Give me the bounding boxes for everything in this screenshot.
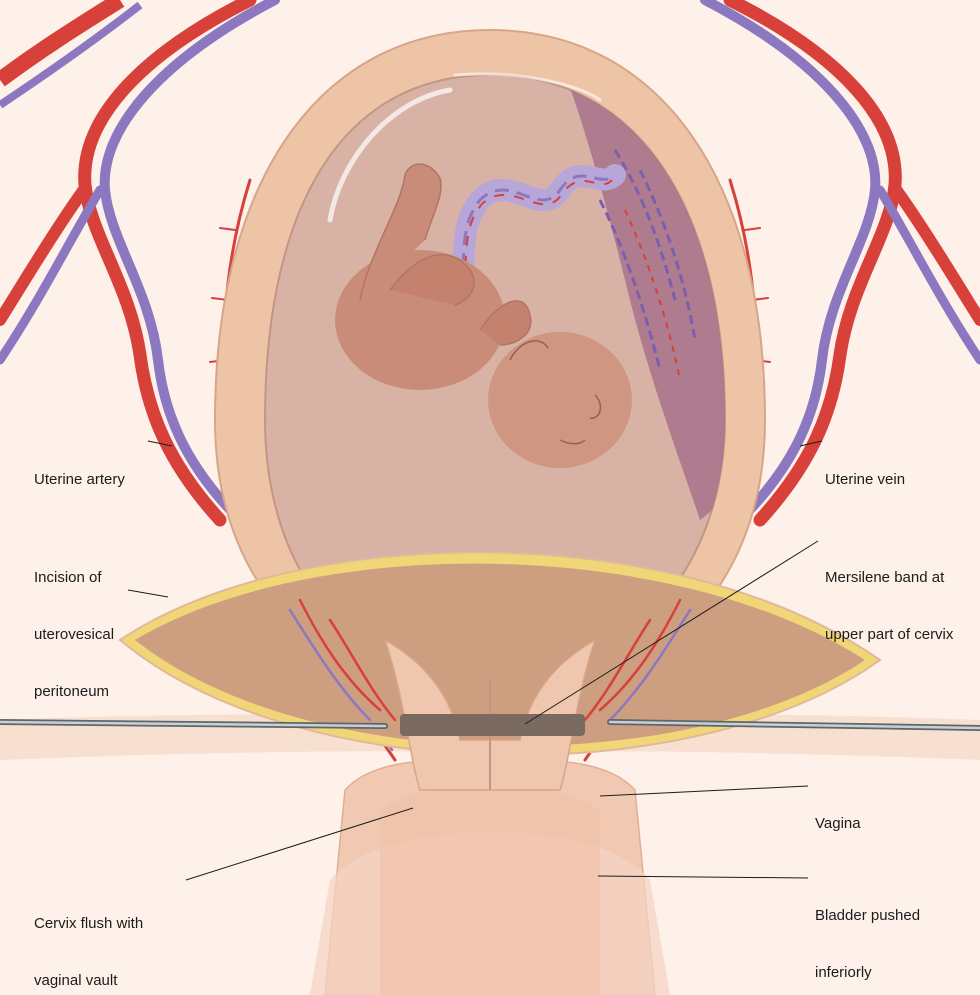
label-bladder: Bladder pushed inferiorly [815,868,920,995]
label-mersilene-line-2: upper part of cervix [825,625,953,644]
label-mersilene: Mersilene band at upper part of cervix [825,530,953,663]
label-cervix-line-1: Cervix flush with [34,914,143,933]
mersilene-band [400,714,585,736]
label-vagina: Vagina [815,776,861,852]
label-uterine-vein-line: Uterine vein [825,470,905,489]
label-bladder-line-1: Bladder pushed [815,906,920,925]
label-incision-line-3: peritoneum [34,682,114,701]
label-cervix-line-2: vaginal vault [34,971,143,990]
label-uterine-vein: Uterine vein [825,432,905,508]
vagina-inner [380,786,600,995]
label-cervix: Cervix flush with vaginal vault [34,876,143,995]
label-mersilene-line-1: Mersilene band at [825,568,953,587]
label-vagina-line: Vagina [815,814,861,833]
label-uterine-artery-line: Uterine artery [34,470,125,489]
label-incision-line-1: Incision of [34,568,114,587]
label-uterine-artery: Uterine artery [34,432,125,508]
label-bladder-line-2: inferiorly [815,963,920,982]
label-incision-line-2: uterovesical [34,625,114,644]
label-incision: Incision of uterovesical peritoneum [34,530,114,720]
